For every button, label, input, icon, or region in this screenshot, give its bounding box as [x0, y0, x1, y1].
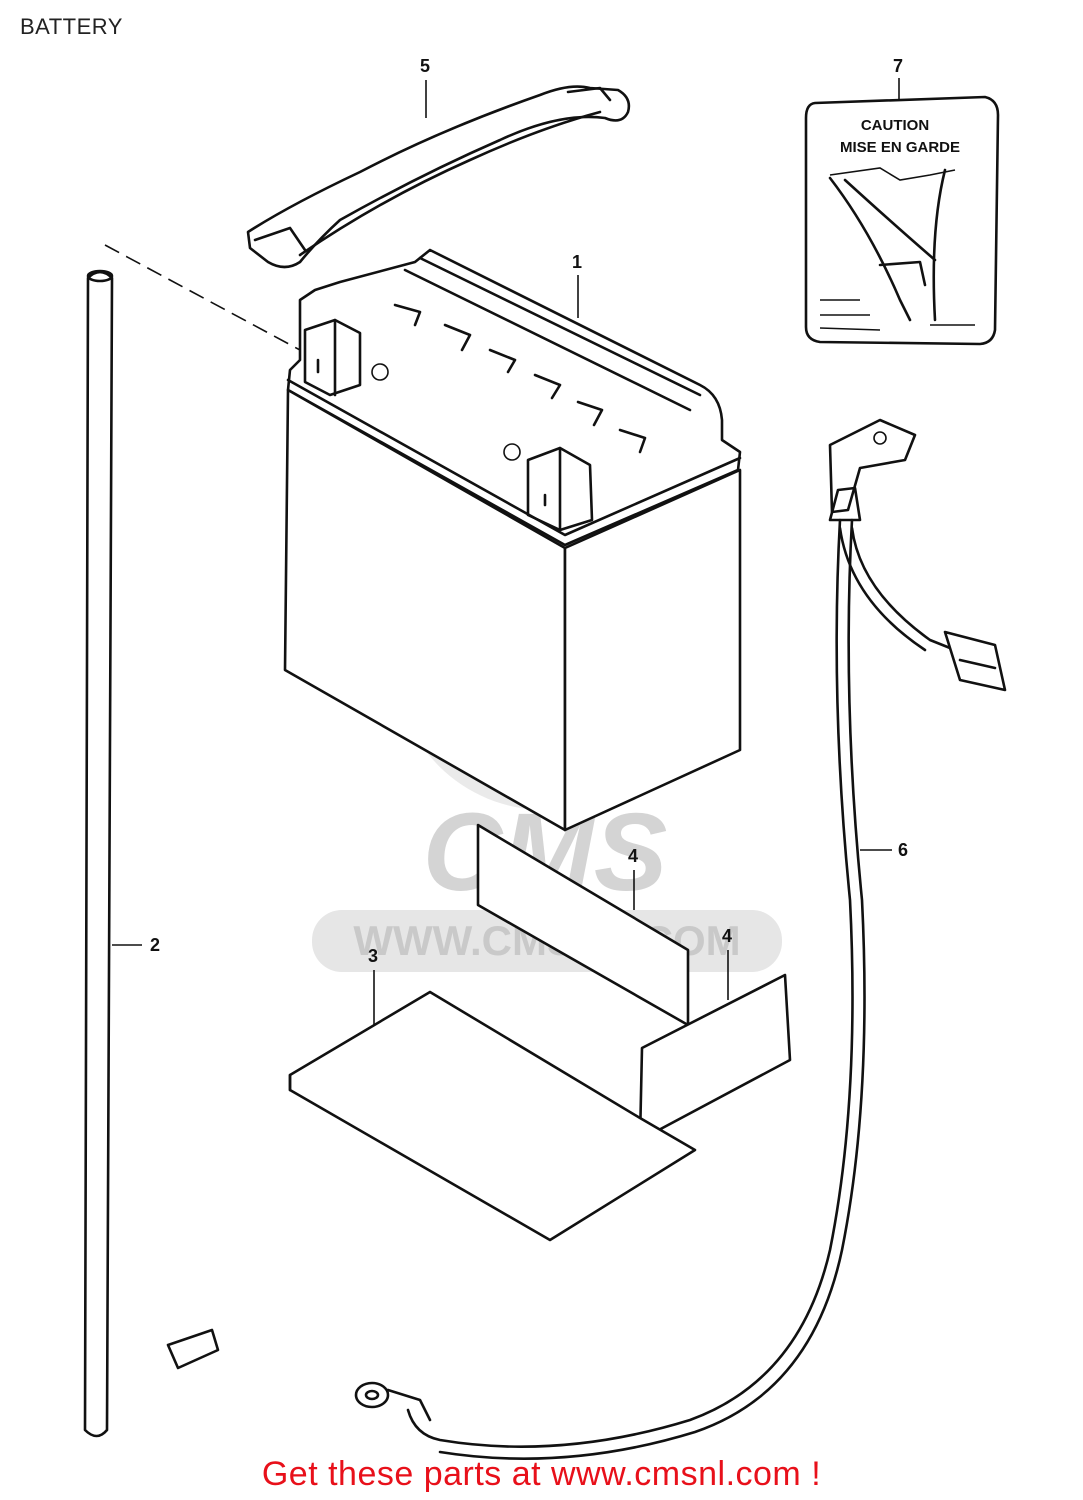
page-title: BATTERY	[20, 14, 123, 39]
callout-part-6: 6	[898, 840, 908, 860]
callout-part-5: 5	[420, 56, 430, 76]
part-1-battery	[283, 248, 742, 832]
footer-link[interactable]: Get these parts at www.cmsnl.com !	[261, 1455, 822, 1493]
callout-part-3: 3	[368, 946, 378, 966]
part-3-tray	[288, 990, 697, 1242]
caution-line2: MISE EN GARDE	[840, 139, 960, 156]
callout-part-2: 2	[150, 935, 160, 955]
part-6-lead-wire	[354, 418, 1007, 1460]
part-7-caution-label: CAUTION MISE EN GARDE	[804, 95, 1000, 346]
callout-part-4b: 4	[722, 926, 732, 946]
callout-part-4a: 4	[628, 846, 638, 866]
callout-part-1: 1	[572, 252, 582, 272]
callouts: 1 2 3 4 4 5 6 7	[112, 56, 908, 1025]
part-5-battery-band	[246, 85, 631, 269]
callout-part-7: 7	[893, 56, 903, 76]
part-4-cushion-pads	[476, 823, 792, 1142]
part-2-breather-hose	[83, 244, 301, 1438]
caution-line1: CAUTION	[861, 117, 929, 134]
